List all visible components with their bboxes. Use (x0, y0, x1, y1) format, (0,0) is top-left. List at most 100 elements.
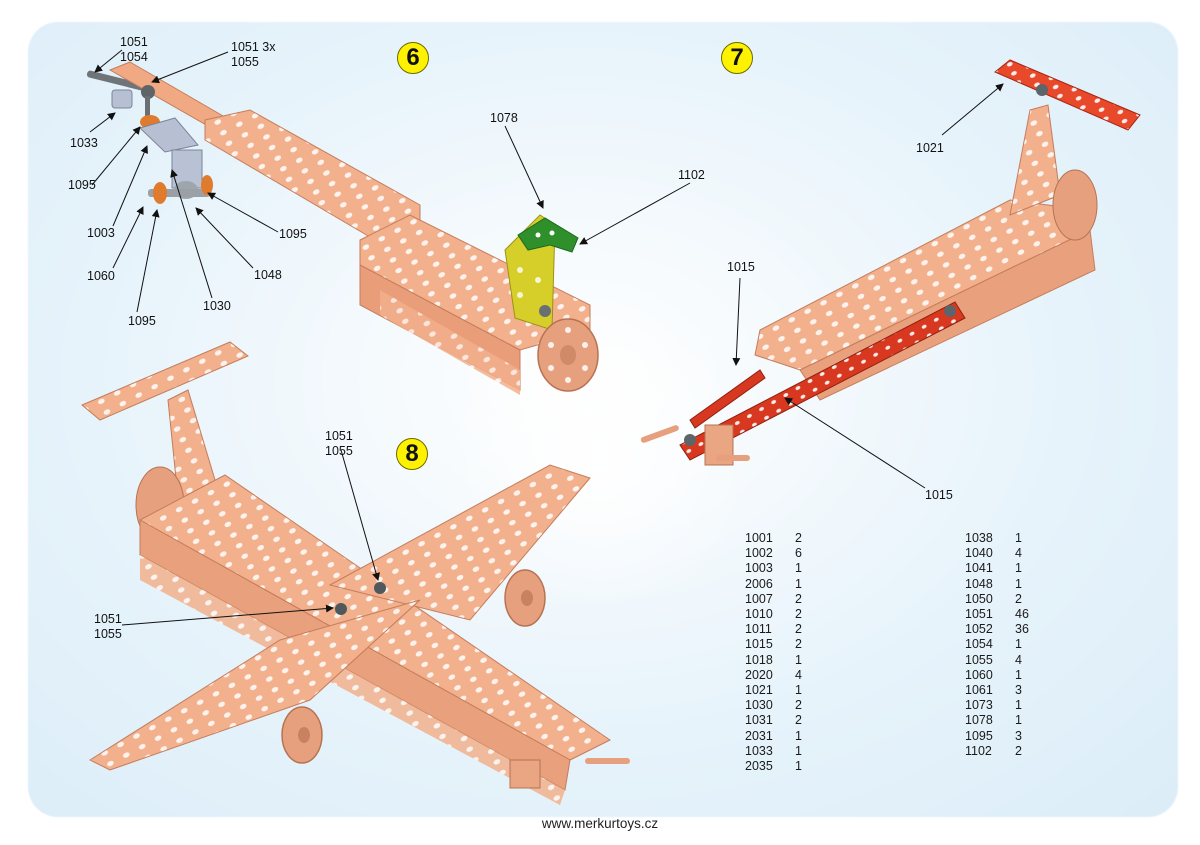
part-code: 1003 (745, 561, 773, 576)
part-code: 1073 (965, 698, 993, 713)
parts-row: 1030 2 (745, 698, 825, 713)
part-code: 1018 (745, 652, 773, 667)
part-code: 1030 (745, 698, 773, 713)
parts-row: 1050 2 (965, 592, 1045, 607)
part-qty: 36 (1015, 622, 1029, 637)
part-code: 2031 (745, 728, 773, 743)
callout-label: 1051 1055 (325, 429, 353, 458)
part-qty: 4 (795, 667, 802, 682)
parts-row: 1051 46 (965, 607, 1045, 622)
callout-label: 1030 (203, 299, 231, 313)
parts-row: 1040 4 (965, 546, 1045, 561)
parts-row: 1001 2 (745, 531, 825, 546)
footer-website-url: www.merkurtoys.cz (541, 816, 659, 831)
part-code: 1050 (965, 591, 993, 606)
callout-label: 1048 (254, 268, 282, 282)
part-code: 1048 (965, 576, 993, 591)
parts-row: 1033 1 (745, 744, 825, 759)
part-qty: 2 (1015, 743, 1022, 758)
part-qty: 1 (795, 743, 802, 758)
part-code: 2020 (745, 667, 773, 682)
part-code: 1011 (745, 622, 772, 637)
parts-row: 1002 6 (745, 546, 825, 561)
part-code: 1038 (965, 531, 993, 545)
parts-row: 2020 4 (745, 668, 825, 683)
callout-label: 1095 (68, 178, 96, 192)
callout-label: 1033 (70, 136, 98, 150)
callout-label: 1095 (279, 227, 307, 241)
part-code: 1060 (965, 667, 993, 682)
parts-row: 1007 2 (745, 592, 825, 607)
part-qty: 4 (1015, 652, 1022, 667)
part-qty: 2 (795, 591, 802, 606)
part-code: 1051 (965, 607, 993, 622)
part-qty: 46 (1015, 607, 1029, 622)
part-qty: 3 (1015, 728, 1022, 743)
part-qty: 1 (795, 576, 802, 591)
part-code: 1015 (745, 637, 773, 652)
parts-row: 1038 1 (965, 531, 1045, 546)
step-8-badge: 8 (396, 438, 428, 470)
part-qty: 1 (1015, 561, 1022, 576)
parts-row: 2035 1 (745, 759, 825, 774)
part-code: 1031 (745, 713, 773, 728)
part-code: 1001 (745, 531, 773, 545)
step-6-badge: 6 (397, 42, 429, 74)
callout-label: 1078 (490, 111, 518, 125)
part-qty: 2 (795, 622, 802, 637)
part-code: 1054 (965, 637, 993, 652)
part-code: 1007 (745, 591, 773, 606)
part-qty: 3 (1015, 683, 1022, 698)
callout-label: 1102 (678, 168, 705, 182)
parts-row: 1015 2 (745, 637, 825, 652)
part-code: 1040 (965, 546, 993, 561)
callout-label: 1051 1055 (94, 612, 122, 641)
parts-row: 1061 3 (965, 683, 1045, 698)
step6-model (86, 49, 691, 395)
callout-label: 1095 (128, 314, 156, 328)
callout-label: 1021 (916, 141, 944, 155)
part-code: 1061 (965, 683, 993, 698)
parts-row: 1054 1 (965, 637, 1045, 652)
parts-row: 1018 1 (745, 653, 825, 668)
part-code: 1055 (965, 652, 993, 667)
part-qty: 1 (1015, 531, 1022, 545)
part-qty: 1 (1015, 637, 1022, 652)
part-qty: 2 (1015, 591, 1022, 606)
parts-row: 1011 2 (745, 622, 825, 637)
part-qty: 2 (795, 531, 802, 545)
parts-row: 1055 4 (965, 653, 1045, 668)
callout-label: 1051 1054 (120, 35, 148, 64)
callout-label: 1015 (925, 488, 953, 502)
part-code: 1033 (745, 743, 773, 758)
part-qty: 1 (1015, 713, 1022, 728)
part-code: 1002 (745, 546, 773, 561)
part-code: 1021 (745, 683, 773, 698)
part-code: 1010 (745, 607, 773, 622)
step8-model (81, 341, 630, 805)
part-qty: 2 (795, 698, 802, 713)
callout-label: 1051 3x 1055 (231, 40, 276, 69)
part-qty: 1 (795, 759, 802, 774)
part-qty: 1 (1015, 667, 1022, 682)
part-qty: 4 (1015, 546, 1022, 561)
part-qty: 2 (795, 607, 802, 622)
part-qty: 2 (795, 637, 802, 652)
part-code: 2035 (745, 759, 773, 774)
part-qty: 6 (795, 546, 802, 561)
part-qty: 1 (795, 652, 802, 667)
